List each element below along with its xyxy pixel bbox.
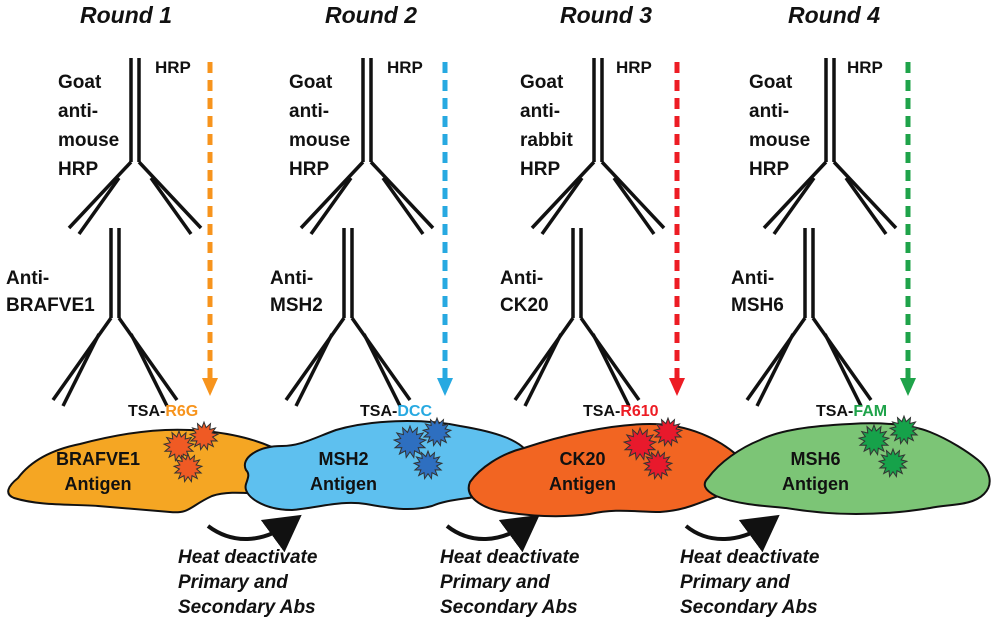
round-4-title: Round 4 [788, 2, 880, 28]
tsa-fluor-3: R610 [620, 403, 659, 420]
tsa-label-4: TSA-FAM [816, 403, 888, 420]
round-1-title: Round 1 [80, 2, 172, 28]
primary-antibody-label-3: Anti-CK20 [500, 268, 549, 316]
signal-arrowhead-1 [202, 378, 218, 396]
fluor-burst-4-2 [888, 414, 920, 445]
primary-antibody-3 [513, 228, 641, 407]
signal-arrowhead-4 [900, 378, 916, 396]
primary-antibody-label-4: Anti-MSH6 [731, 268, 784, 316]
fluor-burst-2-2 [421, 416, 453, 447]
secondary-antibody-2 [299, 58, 435, 236]
fluor-burst-2-3 [412, 449, 444, 480]
primary-antibody-label-1: Anti-BRAFVE1 [6, 268, 95, 316]
signal-arrowhead-2 [437, 378, 453, 396]
tsa-label-1: TSA-R6G [128, 403, 199, 420]
primary-antibody-label-2: Anti-MSH2 [270, 268, 323, 316]
tsa-fluor-1: R6G [165, 403, 199, 420]
heat-arrow-1 [206, 514, 302, 553]
hrp-label-4: HRP [847, 58, 883, 77]
fluor-burst-3-1 [622, 426, 658, 461]
heat-arrow-3 [684, 514, 780, 553]
round-2-title: Round 2 [325, 2, 417, 28]
fluor-burst-4-3 [877, 447, 909, 478]
fluor-burst-4-1 [857, 423, 891, 457]
fluor-burst-1-3 [172, 452, 204, 483]
tsa-label-3: TSA-R610 [583, 403, 659, 420]
fluor-burst-2-1 [392, 424, 428, 459]
secondary-antibody-3 [530, 58, 666, 236]
hrp-label-3: HRP [616, 58, 652, 77]
fluor-burst-3-3 [642, 449, 674, 480]
hrp-label-2: HRP [387, 58, 423, 77]
fluor-burst-1-1 [162, 429, 196, 463]
antigen-blob-msh6 [703, 422, 991, 516]
primary-antibody-2 [284, 228, 412, 407]
round-3-title: Round 3 [560, 2, 652, 28]
fluor-burst-1-2 [188, 420, 220, 451]
tsa-label-2: TSA-DCC [360, 403, 432, 420]
primary-antibody-4 [745, 228, 873, 407]
tsa-fluor-2: DCC [397, 403, 432, 420]
primary-antibody-1 [51, 228, 179, 407]
secondary-antibody-1 [67, 58, 203, 236]
fluor-burst-3-2 [652, 416, 684, 447]
heat-arrow-2 [445, 514, 540, 553]
tsa-fluor-4: FAM [853, 403, 888, 420]
hrp-label-1: HRP [155, 58, 191, 77]
secondary-antibody-4 [762, 58, 898, 236]
signal-arrowhead-3 [669, 378, 685, 396]
